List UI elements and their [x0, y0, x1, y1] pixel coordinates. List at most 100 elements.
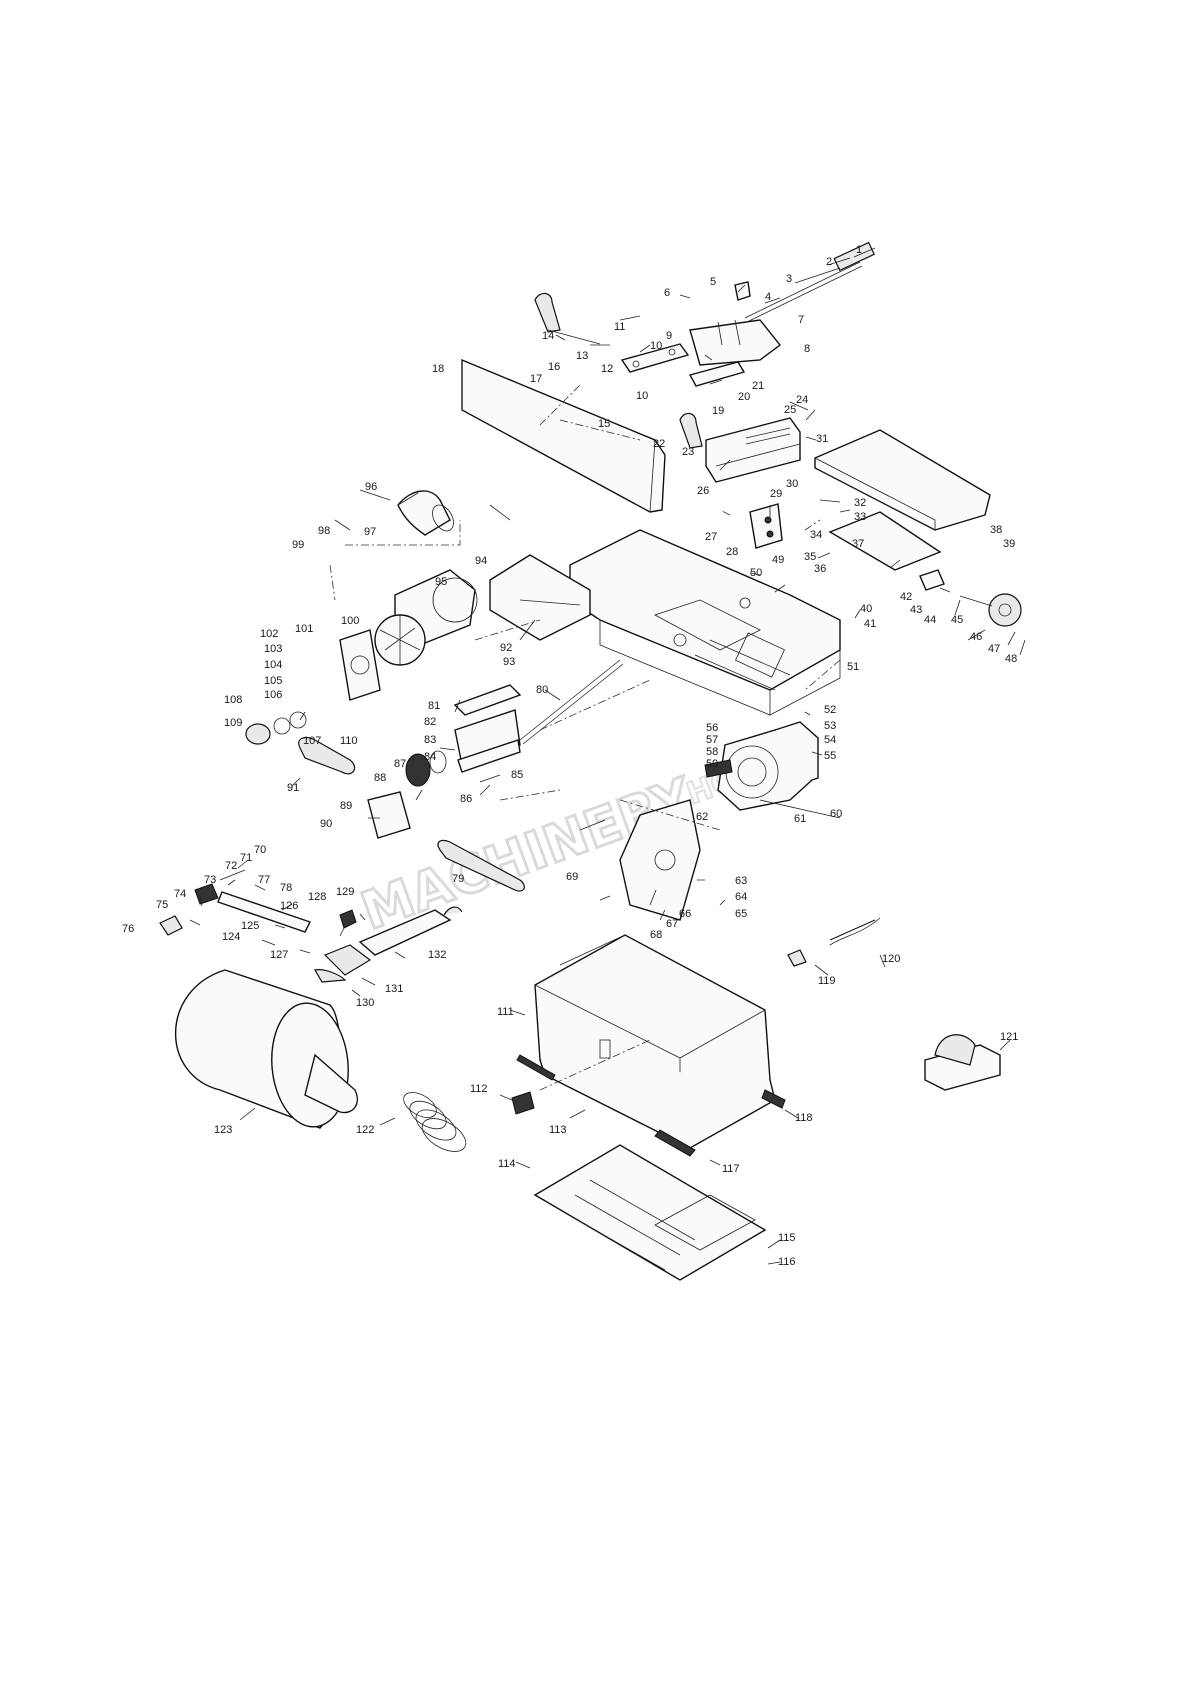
- part-label-38: 38: [990, 524, 1002, 536]
- part-label-14: 14: [542, 330, 554, 342]
- part-label-51: 51: [847, 661, 859, 673]
- part-label-7: 7: [798, 314, 804, 326]
- part-label-9: 9: [666, 330, 672, 342]
- part-label-92: 92: [500, 642, 512, 654]
- part-label-88: 88: [374, 772, 386, 784]
- part-label-85: 85: [511, 769, 523, 781]
- part-label-2: 2: [826, 256, 832, 268]
- part-label-47: 47: [988, 643, 1000, 655]
- part-label-128: 128: [308, 891, 326, 903]
- part-label-131: 131: [385, 983, 403, 995]
- part-label-37: 37: [852, 538, 864, 550]
- part-label-104: 104: [264, 659, 282, 671]
- leader-lines: [189, 247, 1026, 1265]
- part-label-42: 42: [900, 591, 912, 603]
- part-label-125: 125: [241, 920, 259, 932]
- part-label-3: 3: [786, 273, 792, 285]
- part-label-26: 26: [697, 485, 709, 497]
- part-label-72: 72: [225, 860, 237, 872]
- part-label-17: 17: [530, 373, 542, 385]
- part-label-12: 12: [601, 363, 613, 375]
- part-label-101: 101: [295, 623, 313, 635]
- part-label-33: 33: [854, 511, 866, 523]
- assembly-lines: [329, 384, 841, 1091]
- part-label-58: 58: [706, 746, 718, 758]
- part-label-8: 8: [804, 343, 810, 355]
- part-label-62: 62: [696, 811, 708, 823]
- part-label-28: 28: [726, 546, 738, 558]
- part-label-11: 11: [614, 321, 625, 333]
- part-label-18: 18: [432, 363, 444, 375]
- motor: [437, 721, 841, 921]
- part-label-113: 113: [549, 1124, 567, 1136]
- part-label-73: 73: [204, 874, 216, 886]
- cutterhead: [245, 659, 624, 839]
- part-label-89: 89: [340, 800, 352, 812]
- part-label-130: 130: [356, 997, 374, 1009]
- part-label-41: 41: [864, 618, 876, 630]
- part-label-97: 97: [364, 526, 376, 538]
- part-label-105: 105: [264, 675, 282, 687]
- part-labels: 1 2 3 4 5 6 7 8 9 10 10 11 12 13 14 15 1…: [122, 244, 1018, 1268]
- part-label-75: 75: [156, 899, 168, 911]
- part-label-32: 32: [854, 497, 866, 509]
- part-label-110: 110: [340, 735, 358, 747]
- part-label-19: 19: [712, 405, 724, 417]
- hose-spring: [403, 1092, 467, 1152]
- part-label-82: 82: [424, 716, 436, 728]
- part-label-30: 30: [786, 478, 798, 490]
- part-label-77: 77: [258, 874, 270, 886]
- part-label-64: 64: [735, 891, 747, 903]
- fence-assembly: [461, 241, 1022, 627]
- part-label-20: 20: [738, 391, 750, 403]
- part-label-54: 54: [824, 734, 836, 746]
- accessories: [175, 917, 1001, 1152]
- part-label-98: 98: [318, 525, 330, 537]
- part-label-40: 40: [860, 603, 872, 615]
- part-label-48: 48: [1005, 653, 1017, 665]
- part-label-44: 44: [924, 614, 936, 626]
- part-label-121: 121: [1000, 1031, 1018, 1043]
- part-label-103: 103: [264, 643, 282, 655]
- main-body: [569, 529, 841, 716]
- part-label-10b: 10: [636, 390, 648, 402]
- part-label-35: 35: [804, 551, 816, 563]
- part-label-78: 78: [280, 882, 292, 894]
- part-label-56: 56: [706, 722, 718, 734]
- part-label-36: 36: [814, 563, 826, 575]
- part-label-71: 71: [240, 852, 252, 864]
- part-label-107: 107: [303, 735, 321, 747]
- part-label-79: 79: [452, 873, 464, 885]
- part-label-39: 39: [1003, 538, 1015, 550]
- part-label-87: 87: [394, 758, 406, 770]
- part-label-59: 59: [706, 758, 718, 770]
- part-label-4: 4: [765, 291, 771, 303]
- part-label-45: 45: [951, 614, 963, 626]
- part-label-116: 116: [778, 1256, 796, 1268]
- part-label-13: 13: [576, 350, 588, 362]
- part-label-112: 112: [470, 1083, 488, 1095]
- part-label-132: 132: [428, 949, 446, 961]
- dust-chute: [339, 490, 591, 701]
- part-label-126: 126: [280, 900, 298, 912]
- part-label-96: 96: [365, 481, 377, 493]
- part-label-93: 93: [503, 656, 515, 668]
- part-label-65: 65: [735, 908, 747, 920]
- part-label-50: 50: [750, 567, 762, 579]
- part-label-10a: 10: [650, 340, 662, 352]
- part-label-114: 114: [498, 1158, 516, 1170]
- part-label-57: 57: [706, 734, 718, 746]
- part-label-74: 74: [174, 888, 186, 900]
- part-label-108: 108: [224, 694, 242, 706]
- part-label-29: 29: [770, 488, 782, 500]
- part-label-60: 60: [830, 808, 842, 820]
- part-label-129: 129: [336, 886, 354, 898]
- part-label-100: 100: [341, 615, 359, 627]
- part-label-84: 84: [424, 751, 436, 763]
- base-cabinet: [511, 934, 786, 1157]
- part-label-5: 5: [710, 276, 716, 288]
- part-label-67: 67: [666, 918, 678, 930]
- part-label-63: 63: [735, 875, 747, 887]
- part-label-27: 27: [705, 531, 717, 543]
